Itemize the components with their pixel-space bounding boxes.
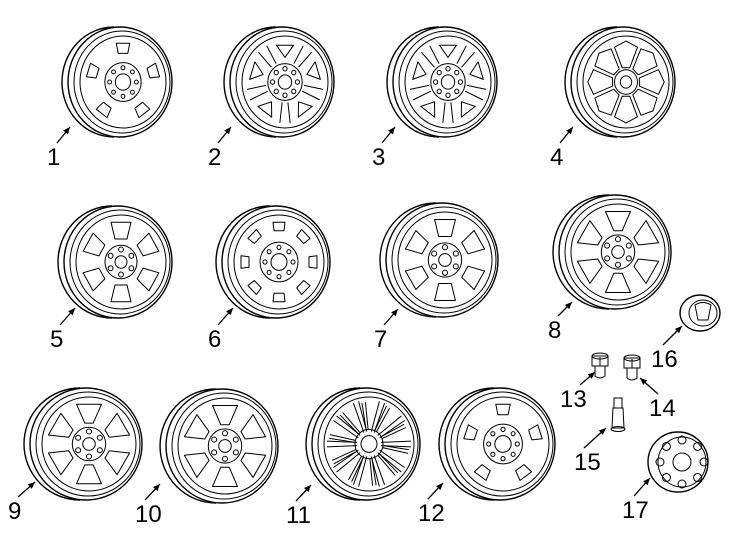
leader-arrow-17 <box>633 477 651 497</box>
wheel-5-drawing <box>57 205 173 319</box>
lug-nut-13-drawing <box>591 352 609 379</box>
callout-4: 4 <box>550 144 564 171</box>
leader-arrow-1 <box>56 126 71 144</box>
callout-6: 6 <box>208 326 222 353</box>
leader-arrow-10 <box>144 483 161 501</box>
leader-arrow-11 <box>295 484 312 502</box>
callout-3: 3 <box>372 144 386 171</box>
leader-arrow-15 <box>583 427 607 449</box>
wheel-11-drawing <box>305 387 421 501</box>
wheel-4-drawing <box>564 26 676 138</box>
callout-12: 12 <box>418 500 445 527</box>
lug-nut-14-drawing <box>623 354 641 381</box>
callout-11: 11 <box>286 502 311 529</box>
callout-15: 15 <box>574 449 601 476</box>
callout-9: 9 <box>8 498 22 525</box>
wheel-2-drawing <box>223 26 335 138</box>
leader-arrow-6 <box>217 307 234 326</box>
wheel-10-drawing <box>159 388 279 504</box>
leader-arrow-2 <box>217 126 232 144</box>
hub-cover-17-drawing <box>647 431 709 493</box>
center-cap-16-drawing <box>679 294 721 332</box>
leader-arrow-13 <box>579 371 596 386</box>
callout-17: 17 <box>622 497 649 524</box>
callout-7: 7 <box>374 326 388 353</box>
callout-10: 10 <box>135 501 162 528</box>
leader-arrow-7 <box>383 308 399 326</box>
wheel-8-drawing <box>552 194 672 310</box>
callout-14: 14 <box>649 395 676 422</box>
callout-1: 1 <box>47 144 61 171</box>
leader-arrow-12 <box>427 482 444 500</box>
valve-stem-15-drawing <box>610 397 626 432</box>
wheel-6-drawing <box>215 205 331 319</box>
callout-5: 5 <box>50 326 64 353</box>
leader-arrow-4 <box>559 126 574 144</box>
leader-arrow-16 <box>662 325 683 346</box>
callout-13: 13 <box>560 386 587 413</box>
leader-arrow-14 <box>639 377 659 395</box>
leader-arrow-5 <box>59 307 76 326</box>
callout-2: 2 <box>208 144 222 171</box>
wheel-1-drawing <box>61 26 173 138</box>
leader-arrow-9 <box>17 481 36 498</box>
wheel-3-drawing <box>386 26 498 138</box>
wheel-7-drawing <box>379 202 499 318</box>
wheel-9-drawing <box>23 387 143 501</box>
leader-arrow-3 <box>381 126 396 144</box>
callout-8: 8 <box>548 317 562 344</box>
callout-16: 16 <box>651 346 678 373</box>
leader-arrow-8 <box>557 301 573 317</box>
wheel-12-drawing <box>438 387 556 501</box>
